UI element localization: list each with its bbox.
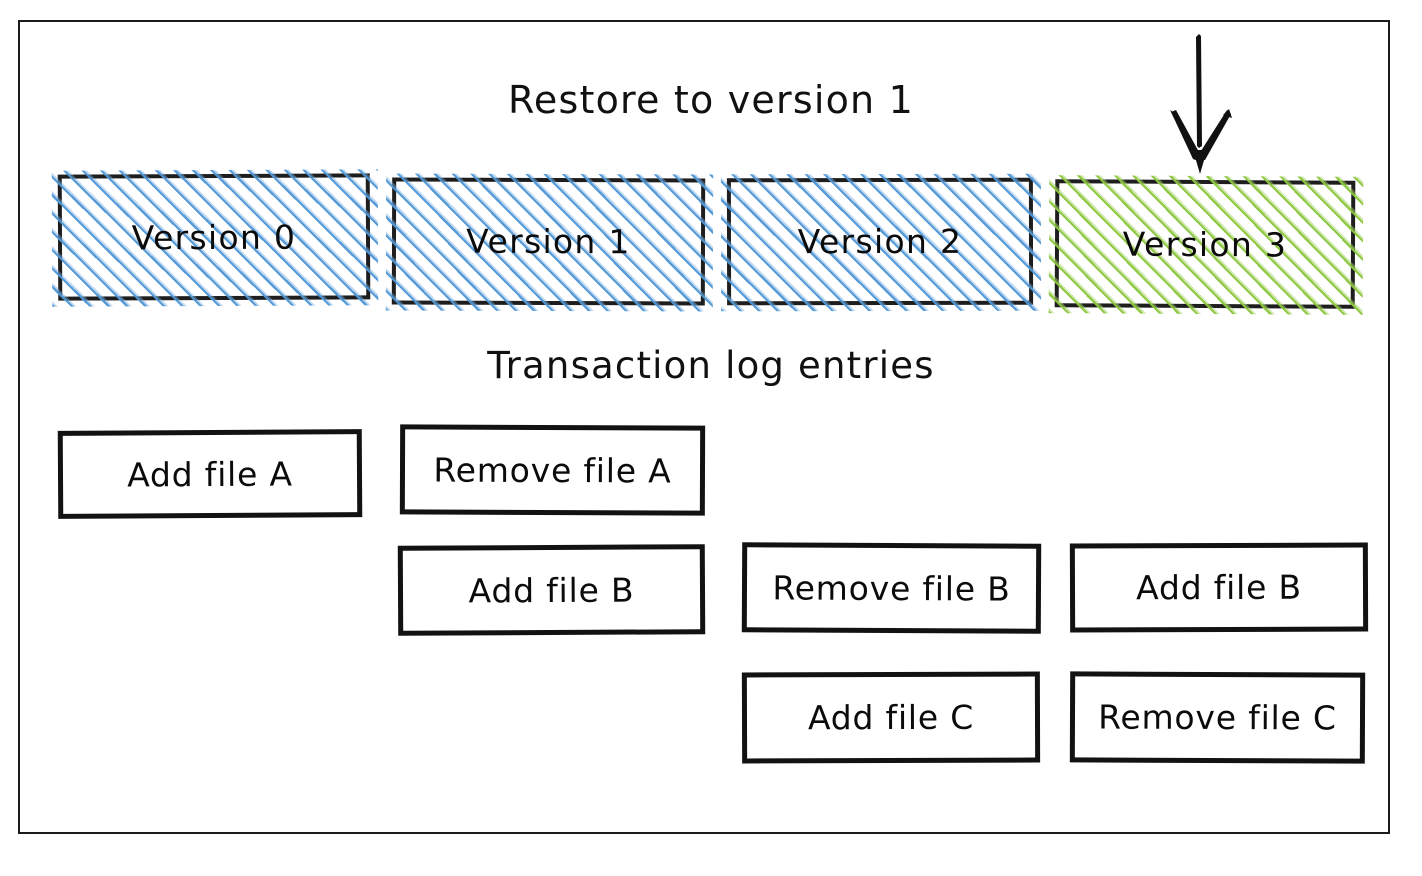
log-entry-remove-file-a[interactable]: Remove file A [399,424,706,516]
log-entry-remove-file-b[interactable]: Remove file B [741,542,1042,634]
log-entry-label: Remove file A [433,450,672,490]
log-entry-label: Remove file C [1098,697,1337,738]
log-entry-add-file-b-v3[interactable]: Add file B [1069,542,1369,633]
log-entry-label: Remove file B [772,567,1011,609]
log-entry-label: Add file B [1136,567,1302,608]
log-entry-label: Add file C [807,697,975,738]
version-box-3[interactable]: Version 3 [1048,175,1364,315]
log-entry-add-file-a[interactable]: Add file A [57,429,363,519]
log-entry-add-file-b-v1[interactable]: Add file B [397,544,706,636]
version-box-label: Version 1 [466,221,631,262]
log-entry-add-file-c[interactable]: Add file C [741,671,1041,764]
version-box-label: Version 3 [1122,224,1288,264]
version-box-label: Version 2 [797,221,963,262]
version-box-label: Version 0 [131,217,297,257]
section-subtitle: Transaction log entries [487,344,935,387]
log-entry-remove-file-c[interactable]: Remove file C [1069,671,1366,764]
log-entry-label: Add file B [468,570,635,610]
version-box-1[interactable]: Version 1 [385,173,714,312]
down-arrow-icon [1170,34,1232,174]
diagram-frame [18,20,1390,834]
version-box-2[interactable]: Version 2 [720,173,1042,312]
version-box-0[interactable]: Version 0 [51,169,379,307]
page-title: Restore to version 1 [508,78,914,122]
log-entry-label: Add file A [127,453,293,495]
